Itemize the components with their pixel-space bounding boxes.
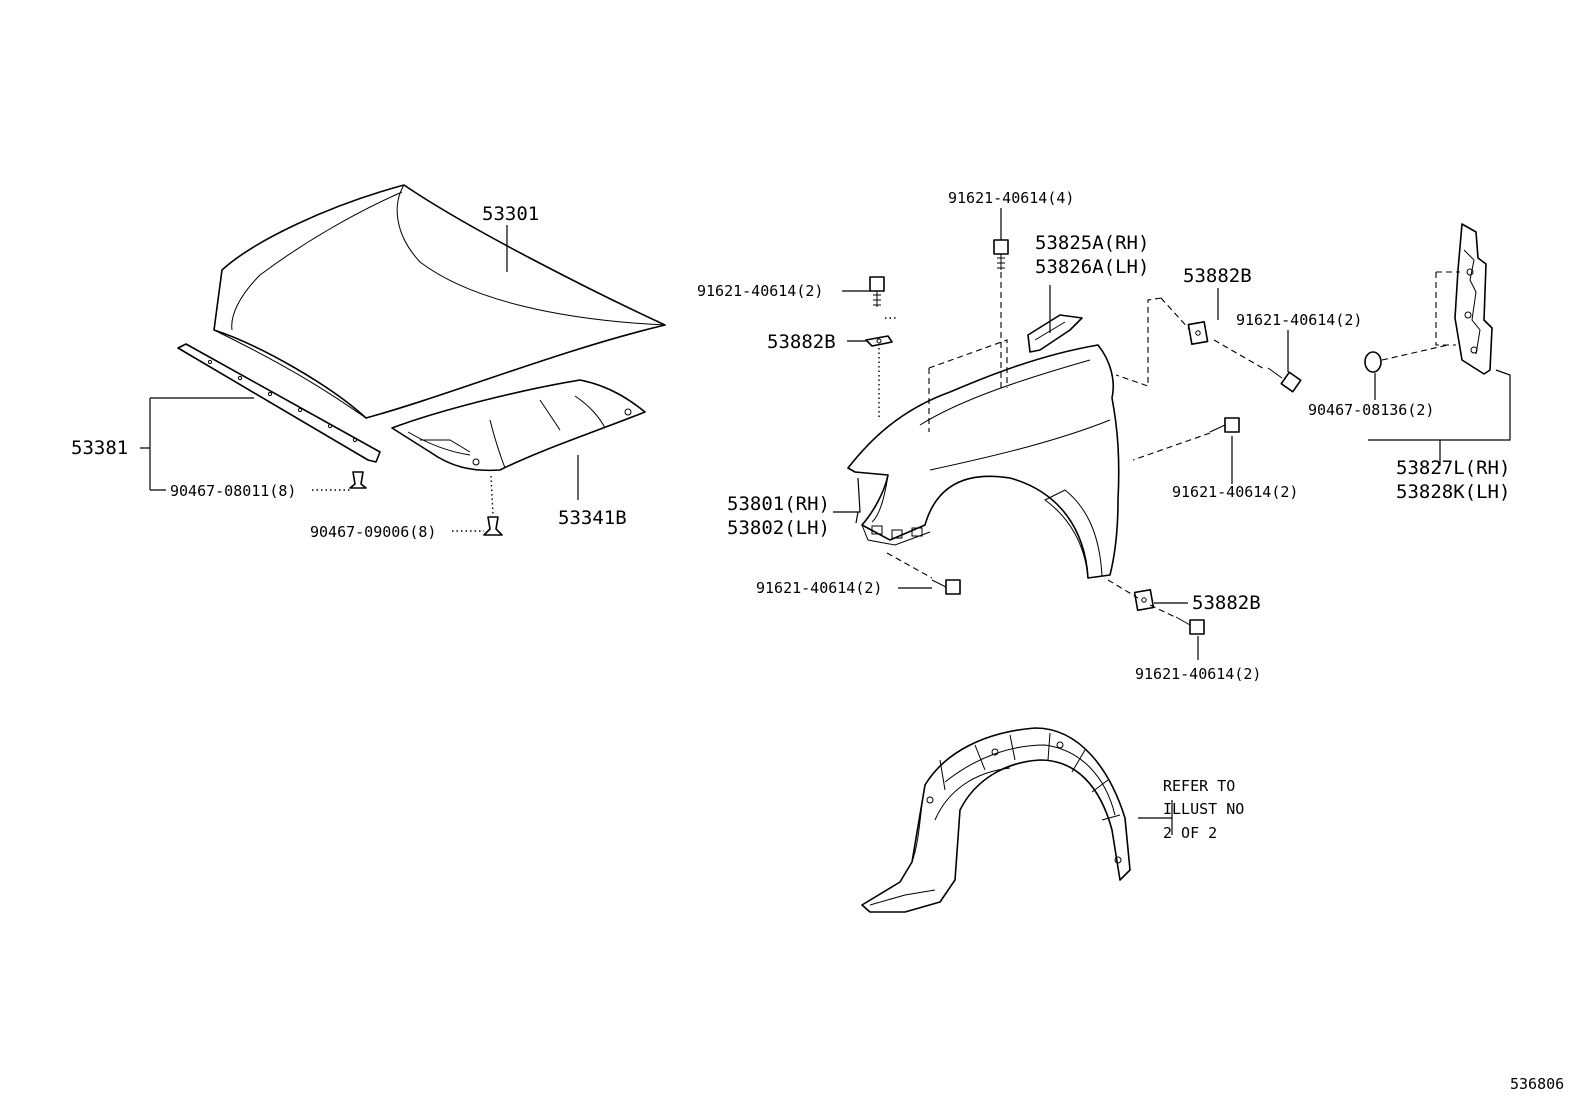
label-hood: 53301 <box>482 203 539 225</box>
label-extension-lh: 53828K(LH) <box>1396 481 1510 503</box>
hood-insulator[interactable] <box>391 379 646 472</box>
label-bolt-top: 91621-40614(4) <box>948 189 1074 207</box>
bolt-icon[interactable] <box>1209 417 1240 433</box>
label-nut-left: 53882B <box>767 331 836 353</box>
label-clip-seal: 90467-08011(8) <box>170 482 296 500</box>
drawing-number: 536806 <box>1510 1075 1564 1093</box>
nut-icon[interactable] <box>1187 320 1209 346</box>
clip-icon[interactable] <box>1364 351 1382 373</box>
label-nut-top-right: 53882B <box>1183 265 1252 287</box>
label-fender-rh: 53801(RH) <box>727 493 830 515</box>
label-seal-lh: 53826A(LH) <box>1035 256 1149 278</box>
note-refer-line2: ILLUST NO <box>1163 800 1244 818</box>
label-bolt-top-right: 91621-40614(2) <box>1236 311 1362 329</box>
bolt-icon[interactable] <box>931 579 961 595</box>
nut-icon[interactable] <box>865 335 893 347</box>
label-hood-seal: 53381 <box>71 437 128 459</box>
clip-icon[interactable] <box>349 471 367 489</box>
hood-panel[interactable] <box>213 184 666 419</box>
bolt-icon[interactable] <box>869 276 885 307</box>
label-seal-rh: 53825A(RH) <box>1035 232 1149 254</box>
fender-seal[interactable] <box>1027 314 1083 353</box>
label-fender-lh: 53802(LH) <box>727 517 830 539</box>
hood-seal[interactable] <box>177 343 381 463</box>
label-bolt-left: 91621-40614(2) <box>697 282 823 300</box>
clip-icon[interactable] <box>483 516 503 536</box>
bolt-icon[interactable] <box>1267 367 1302 393</box>
note-refer-line1: REFER TO <box>1163 777 1235 795</box>
bolt-icon[interactable] <box>993 239 1009 270</box>
front-fender[interactable] <box>847 344 1120 579</box>
bolt-icon[interactable] <box>1175 616 1205 635</box>
fender-liner[interactable] <box>861 727 1131 913</box>
note-refer-line3: 2 OF 2 <box>1163 824 1217 842</box>
label-nut-bottom: 53882B <box>1192 592 1261 614</box>
nut-icon[interactable] <box>1133 588 1155 612</box>
label-hood-insulator: 53341B <box>558 507 627 529</box>
label-clip-right: 90467-08136(2) <box>1308 401 1434 419</box>
label-extension-rh: 53827L(RH) <box>1396 457 1510 479</box>
fender-extension[interactable] <box>1454 223 1493 375</box>
label-bolt-bottom-left: 91621-40614(2) <box>756 579 882 597</box>
label-clip-insulator: 90467-09006(8) <box>310 523 436 541</box>
label-bolt-bottom: 91621-40614(2) <box>1135 665 1261 683</box>
label-bolt-mid-right: 91621-40614(2) <box>1172 483 1298 501</box>
